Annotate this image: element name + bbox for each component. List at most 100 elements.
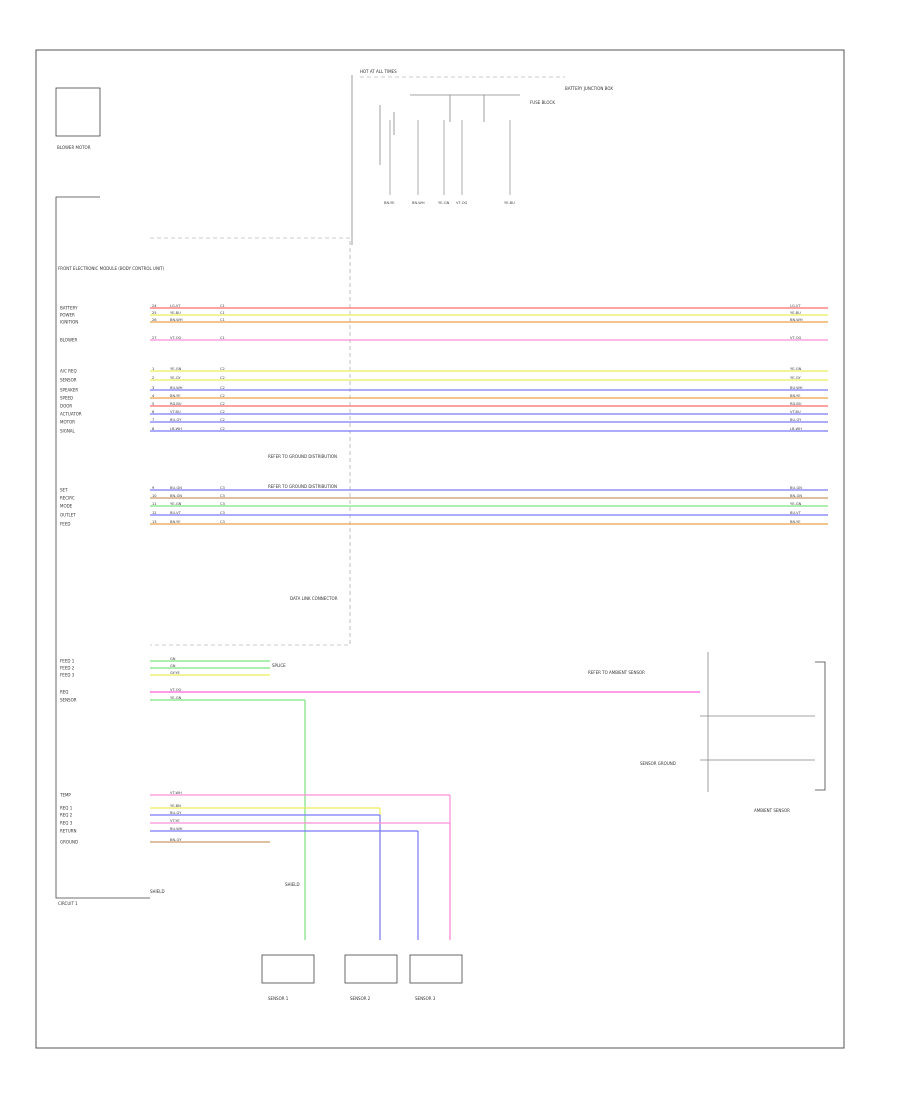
- lower-signal-label: REQ 2: [60, 813, 73, 818]
- wire-color-code: BN-WH: [170, 318, 183, 322]
- wire-function-label: OUTLET: [60, 513, 76, 518]
- wire-color-code: LB-WH: [170, 427, 182, 431]
- lower-signal-code: VT-YE: [170, 819, 180, 823]
- wire-color-code: LG-VT: [170, 304, 181, 308]
- lower-signal-code: YE-GN: [170, 696, 182, 700]
- ground-ref-1-label: REFER TO GROUND DISTRIBUTION: [268, 454, 337, 459]
- wire-circuit-label: C2: [220, 367, 225, 371]
- wire-circuit-label: C2: [220, 394, 225, 398]
- wire-function-label: ACTUATOR: [60, 412, 82, 417]
- ground-ref-2-label: REFER TO GROUND DISTRIBUTION: [268, 484, 337, 489]
- wire-function-label: RECIRC: [60, 496, 75, 501]
- wire-function-label: MODE: [60, 504, 73, 509]
- wire-pin-label: 13: [152, 520, 157, 524]
- wire-function-label: A/C REQ: [60, 369, 77, 374]
- wire-pin-label: 4: [152, 394, 155, 398]
- wire-pin-label: 5: [152, 402, 154, 406]
- main-module-label: FRONT ELECTRONIC MODULE (BODY CONTROL UN…: [58, 266, 165, 271]
- wire-color-code: BU-GN: [170, 486, 182, 490]
- wire-circuit-label: C2: [220, 418, 225, 422]
- wire-circuit-label: C2: [220, 386, 225, 390]
- wire-circuit-label: C2: [220, 402, 225, 406]
- wire-circuit-label: C2: [220, 410, 225, 414]
- wire-color-code-right: YE-GN: [790, 367, 802, 371]
- module-footer-label: CIRCUIT 1: [58, 901, 78, 906]
- wire-pin-label: 2: [152, 376, 154, 380]
- wire-function-label: SENSOR: [60, 378, 77, 383]
- sensor-right-label: SENSOR 3: [415, 996, 436, 1001]
- wire-color-code-right: VT-BU: [790, 410, 801, 414]
- wire-function-label: SPEAKER: [60, 388, 78, 393]
- lower-signal-label: SENSOR: [60, 698, 77, 703]
- lower-signal-code: GN: [170, 657, 176, 661]
- relay-bus: [379, 94, 520, 165]
- lower-signal-code: BN-GY: [170, 838, 182, 842]
- wire-pin-label: 26: [152, 318, 157, 322]
- wire-pin-label: 3: [152, 386, 154, 390]
- sensor-mid-box: [344, 954, 398, 984]
- ambient-sensor-label: AMBIENT SENSOR: [754, 808, 790, 813]
- wire-circuit-label: C2: [220, 376, 225, 380]
- main-module-outline: [55, 196, 150, 899]
- wire-color-code: YE-GY: [170, 376, 181, 380]
- wire-color-code: BU-GY: [170, 418, 182, 422]
- wire-circuit-label: C1: [220, 336, 225, 340]
- lower-signal-label: TEMP: [59, 793, 71, 798]
- wire-pin-label: 9: [152, 486, 155, 490]
- lower-shield-label: SHIELD: [285, 882, 300, 887]
- splice-ref-label: SPLICE: [272, 663, 286, 668]
- lower-signal-label: FEED 2: [60, 666, 75, 671]
- module-shield-label: SHIELD: [150, 889, 165, 894]
- wire-pin-label: 25: [152, 311, 157, 315]
- wire-function-label: MOTOR: [60, 420, 75, 425]
- lower-signal-label: REQ: [60, 690, 68, 695]
- wire-function-label: IGNITION: [60, 320, 78, 325]
- wire-color-code-right: BU-VT: [790, 511, 802, 515]
- wire-function-label: SPEED: [60, 396, 73, 401]
- wire-pin-label: 10: [152, 494, 157, 498]
- wire-color-code: BU-VT: [170, 511, 182, 515]
- wire-color-code-right: LB-WH: [790, 427, 802, 431]
- top-tap-code: YE-BU: [504, 201, 515, 205]
- lower-signal-label: FEED 1: [60, 659, 75, 664]
- wire-pin-label: 24: [152, 304, 157, 308]
- sensor-right-box: [409, 954, 463, 984]
- wire-color-code: VT-OG: [170, 336, 182, 340]
- wire-color-code-right: YE-GY: [790, 376, 802, 380]
- ambient-sensor-bus: [700, 652, 815, 792]
- wire-color-code-right: BN-GN: [790, 494, 802, 498]
- wire-pin-label: 8: [152, 427, 155, 431]
- wire-color-code: YE-GN: [170, 367, 182, 371]
- wire-function-label: FEED: [60, 522, 70, 527]
- wire-color-code-right: LG-VT: [790, 304, 801, 308]
- wire-color-code-right: BN-YE: [790, 394, 801, 398]
- lower-signal-code: BU-WH: [170, 827, 183, 831]
- hot-at-all-times-label: HOT AT ALL TIMES: [360, 69, 397, 74]
- wire-pin-label: 27: [152, 336, 157, 340]
- wire-function-label: SIGNAL: [60, 429, 76, 434]
- wire-circuit-label: C3: [220, 502, 225, 506]
- junction-box-label: BATTERY JUNCTION BOX: [565, 86, 613, 91]
- top-left-connector-box: [55, 87, 101, 137]
- lower-signal-label: REQ 1: [60, 806, 73, 811]
- wire-color-code: BN-YE: [170, 520, 181, 524]
- wire-color-code-right: BN-WH: [790, 318, 803, 322]
- wire-circuit-label: C1: [220, 311, 225, 315]
- sensor-left-label: SENSOR 1: [268, 996, 289, 1001]
- wire-color-code: YE-GN: [170, 502, 182, 506]
- top-tap-code: BN-YE: [384, 201, 395, 205]
- lower-signal-label: RETURN: [60, 829, 76, 834]
- wire-circuit-label: C1: [220, 318, 225, 322]
- wire-function-label: BLOWER: [60, 338, 77, 343]
- wire-circuit-label: C3: [220, 494, 225, 498]
- wire-circuit-label: C3: [220, 511, 225, 515]
- lower-signal-code: GY-YE: [170, 671, 180, 675]
- wire-color-code-right: BU-WH: [790, 386, 803, 390]
- lower-signal-code: VT-OG: [170, 688, 182, 692]
- lower-signal-label: GROUND: [60, 840, 78, 845]
- wire-color-code: BU-WH: [170, 386, 183, 390]
- module-internal-boundary: [150, 237, 351, 646]
- lower-signal-code: YE-BN: [170, 804, 181, 808]
- wire-pin-label: 7: [152, 418, 154, 422]
